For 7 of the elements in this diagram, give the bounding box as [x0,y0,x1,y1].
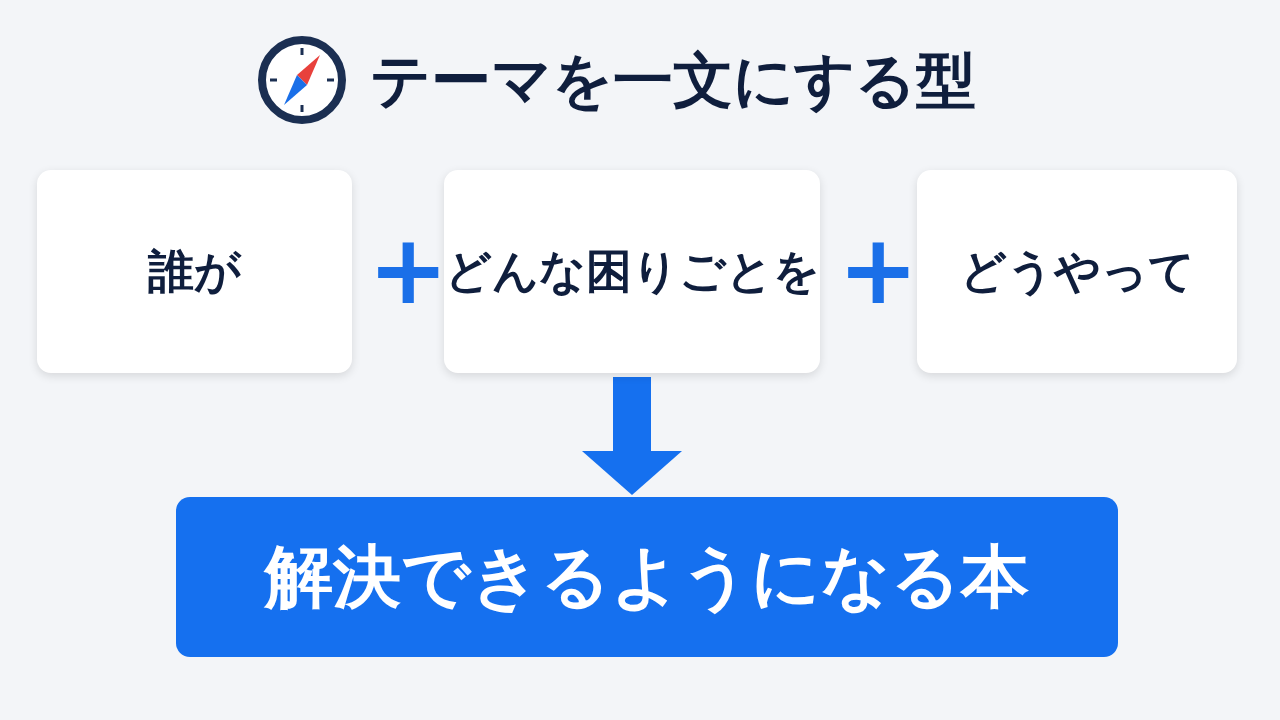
text-card: 誰が [37,170,352,373]
plus-sign: + [838,222,919,318]
text-card: どうやって [917,170,1237,373]
down-arrow [582,377,682,495]
title: テーマを一文にする型 [370,44,976,117]
text-card: どんな困りごとを [444,170,820,373]
result-box: 解決できるようになる本 [176,497,1118,657]
